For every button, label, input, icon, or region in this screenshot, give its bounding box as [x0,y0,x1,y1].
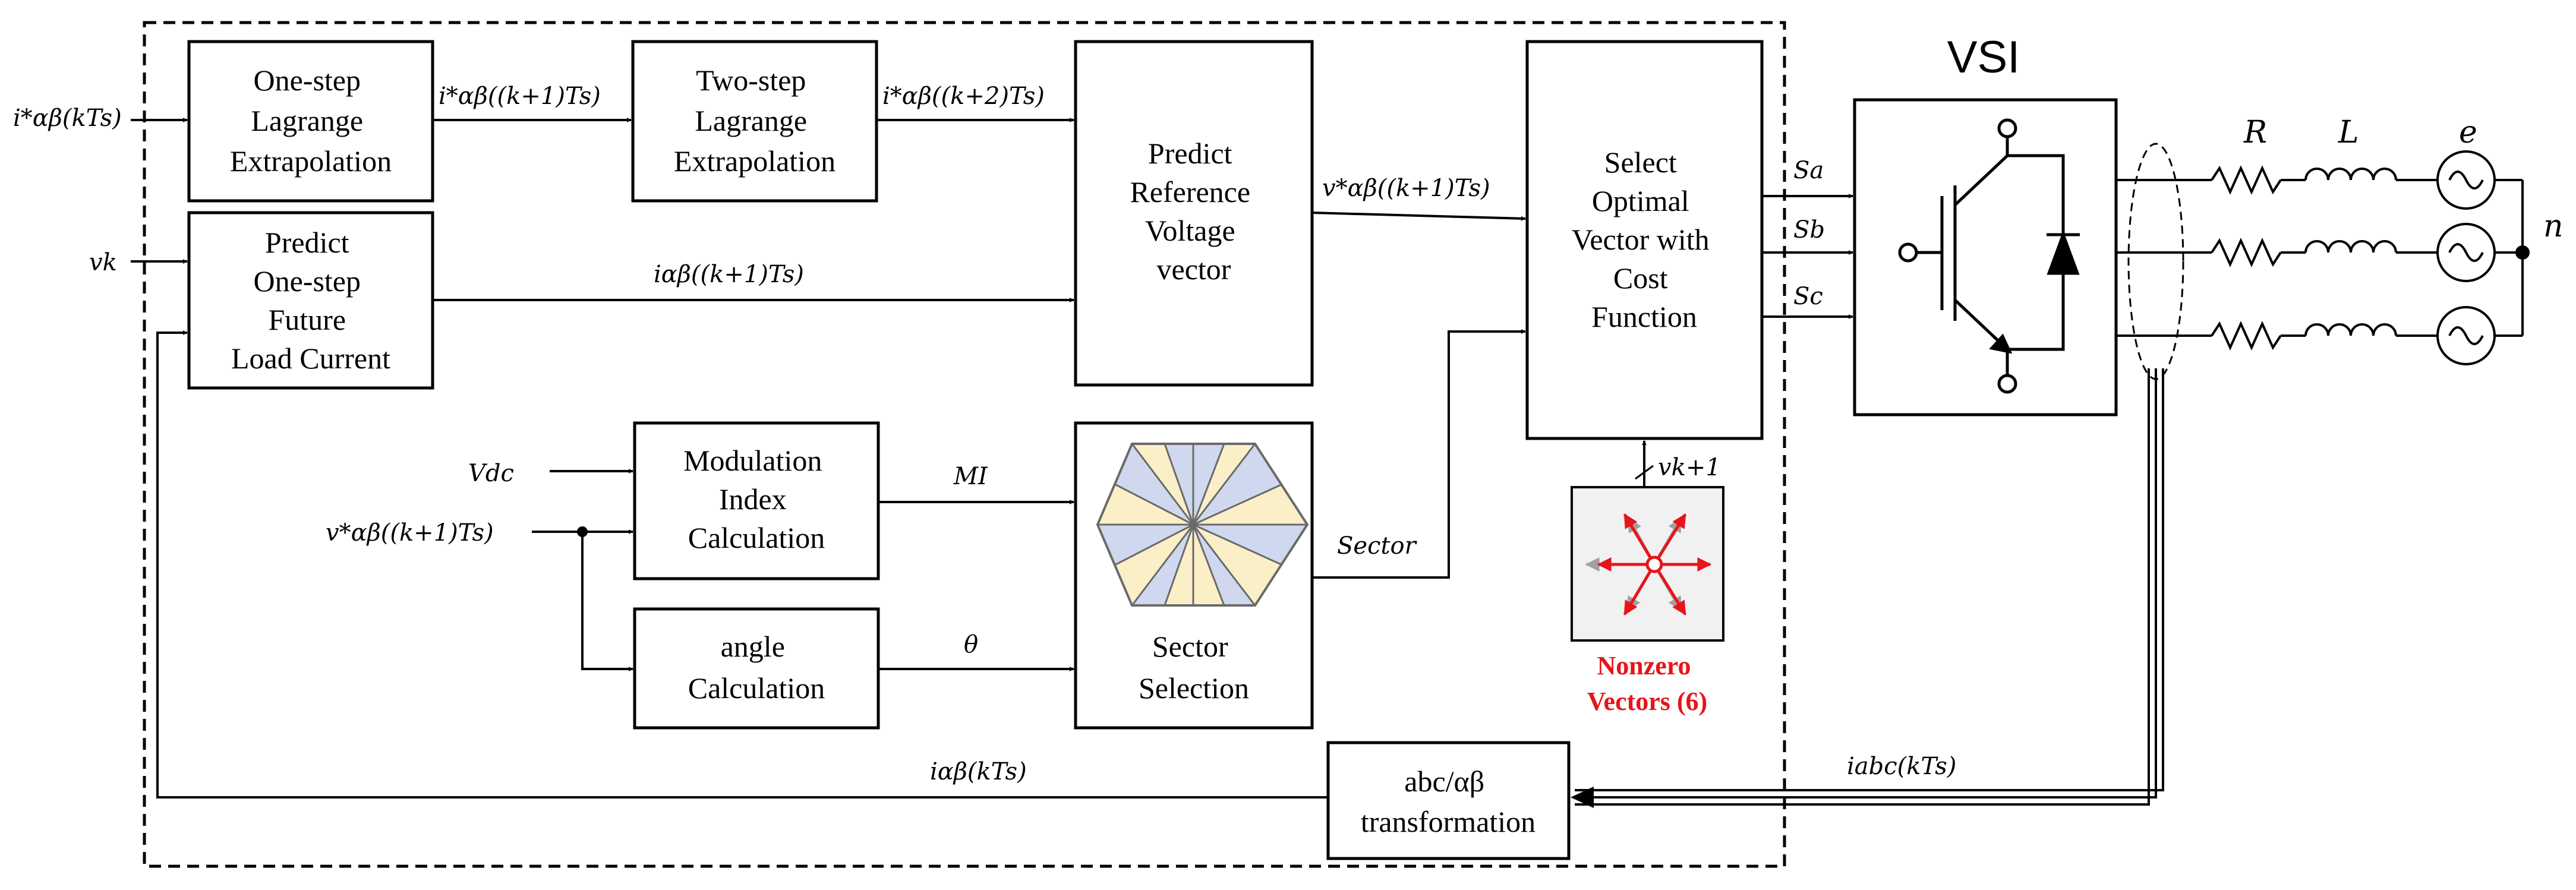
angle-calculation-block: angle Calculation [633,607,880,730]
svg-text:Modulation Index C: Modulation Index Calculation [683,444,830,554]
label-i-pred-k1: iαβ((k+1)Ts) [654,261,804,288]
label-v-ref-k1: v*αβ((k+1)Ts) [1322,175,1490,202]
feedback-wire [156,330,1328,799]
load-circuit [2116,150,2524,365]
controller-boundary [143,21,1786,868]
neutral-dot [2515,245,2530,260]
label-mi: MI [953,463,988,490]
svg-text:One-step Lagrange: One-step Lagrange Extrapolation [230,64,392,178]
label-vdc: Vdc [468,460,514,487]
label-i-ref-k2: i*αβ((k+2)Ts) [882,83,1045,110]
vsi-block [1853,98,2118,416]
svg-text:Predict One-step F: Predict One-step Future Load Current [231,226,390,375]
svg-text:Sector Selection: Sector Selection [1139,630,1249,705]
lagrange-two-step-block: Two-step Lagrange Extrapolation [631,40,878,203]
igbt-symbol [1898,118,2080,394]
predict-load-current-block: Predict One-step Future Load Current [187,211,434,390]
v-ref-wire [1311,212,1526,221]
label-v-ref-input: v*αβ((k+1)Ts) [326,519,494,547]
label-e: e [2459,115,2477,150]
label-n: n [2543,209,2564,244]
sector-hexagon [1096,443,1309,607]
label-i-ref-k1: i*αβ((k+1)Ts) [439,83,601,110]
bus-slash [1635,465,1654,480]
label-i-abc: iabc(kTs) [1847,753,1956,780]
label-sb: Sb [1793,216,1825,244]
label-sc: Sc [1793,283,1823,310]
select-optimal-vector-block: Select Optimal Vector with Cost Function [1525,40,1764,440]
label-vk: vk [89,249,117,276]
svg-text:angle Calculation: angle Calculation [688,630,825,705]
svg-text:Select Optimal Vec: Select Optimal Vector with Cost Function [1572,146,1717,333]
svg-text:Predict Reference: Predict Reference Voltage vector [1130,137,1257,286]
label-l: L [2338,115,2359,150]
vsi-title: VSI [1947,32,2020,83]
predict-reference-voltage-block: Predict Reference Voltage vector [1074,40,1314,387]
modulation-index-block: Modulation Index Calculation [633,421,880,580]
label-sector: Sector [1337,532,1418,560]
nonzero-vectors-label: Nonzero Vectors (6) [1587,651,1707,716]
sector-selection-block: Sector Selection [1074,421,1314,730]
svg-text:Two-step Lagrange: Two-step Lagrange Extrapolation [674,64,835,178]
label-v-next: vk+1 [1658,454,1721,481]
label-theta: θ [964,631,978,658]
lagrange-one-step-block: One-step Lagrange Extrapolation [187,40,434,203]
abc-alphabeta-transformation-block: abc/αβ transformation [1326,741,1571,860]
svg-text:abc/αβ transformation: abc/αβ transformation [1361,765,1535,838]
label-sa: Sa [1793,157,1824,184]
nonzero-vectors-icon [1571,486,1724,642]
current-measurement-ellipse [2127,143,2184,380]
measured-current-bus [1571,368,2164,808]
label-i-ab-k: iαβ(kTs) [930,758,1027,785]
label-i-ref-k: i*αβ(kTs) [13,105,122,132]
label-r: R [2243,115,2267,150]
v-ref-branch-wire [581,532,633,671]
sector-wire [1312,329,1526,579]
